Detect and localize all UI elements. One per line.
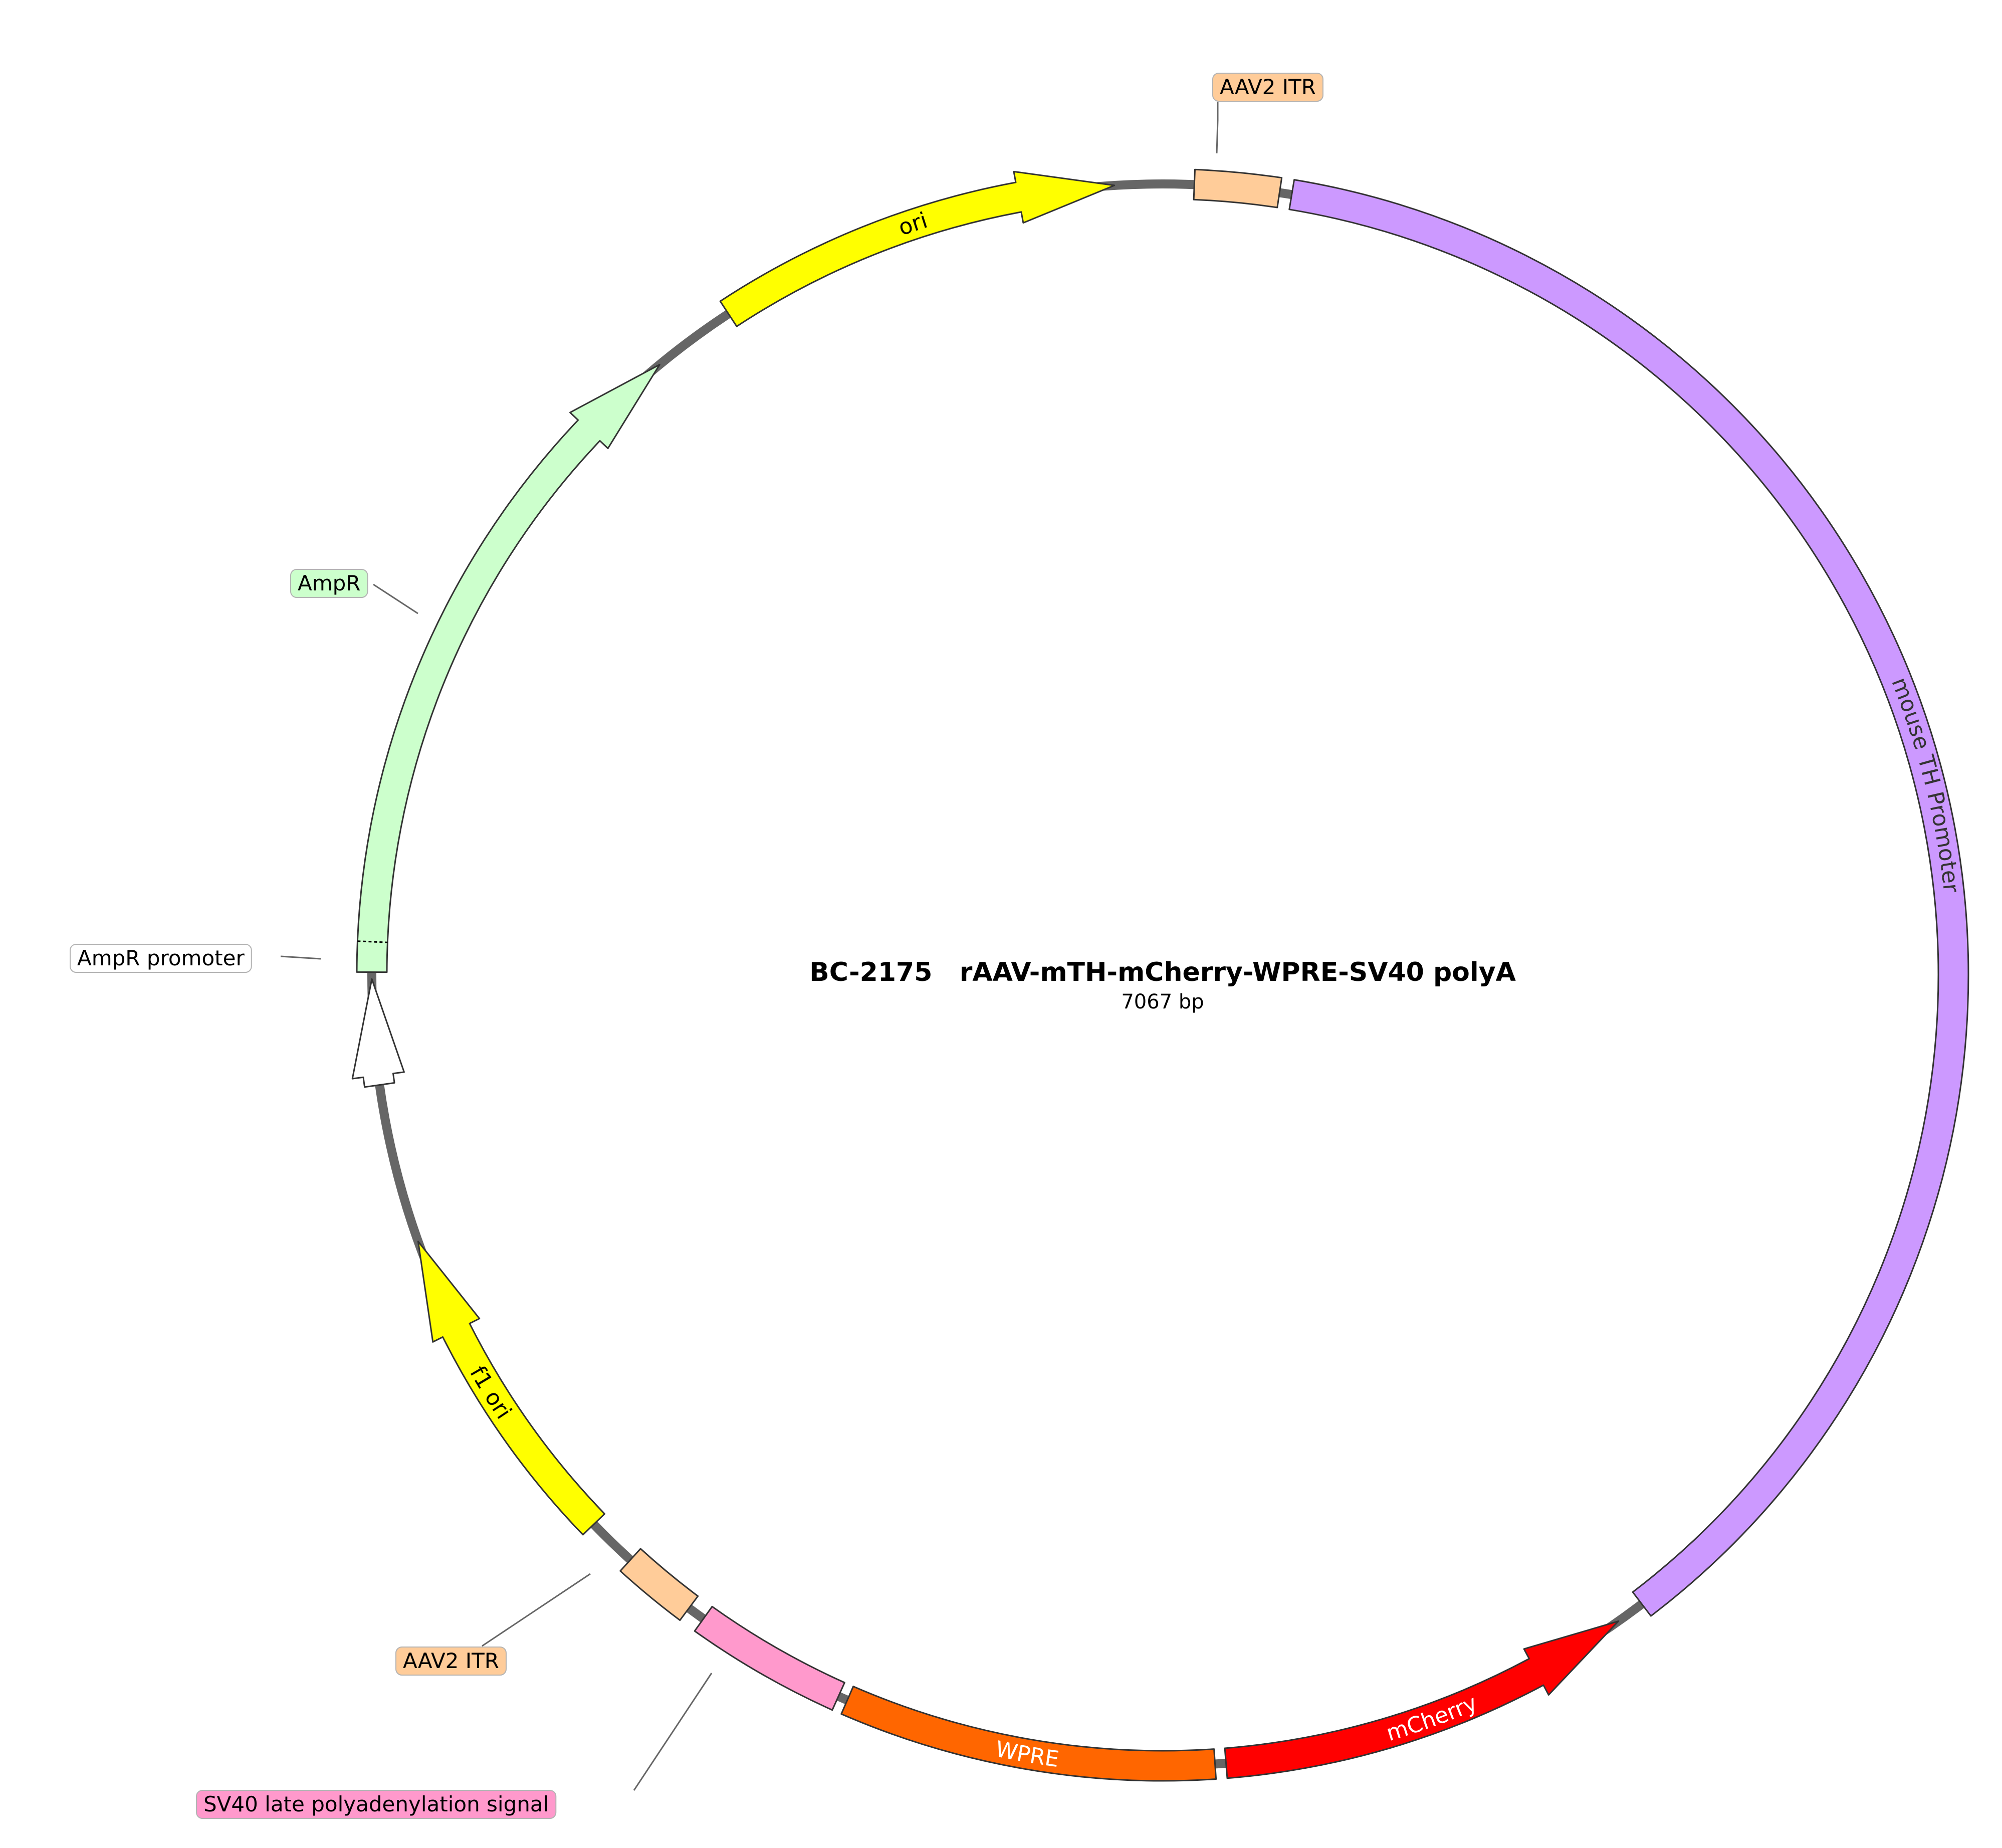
feature-label-mcherry: mCherry	[1383, 1690, 1481, 1746]
feature-label-mouse-th-promoter: mouse TH Promoter	[1886, 674, 1964, 895]
feature-sv40-pa[interactable]	[694, 1605, 845, 1711]
feature-mouse-th-promoter[interactable]	[1288, 179, 1969, 1617]
feature-aav2-itr-top[interactable]	[1193, 168, 1283, 209]
callout-label: AAV2 ITR	[1220, 75, 1316, 99]
callout-label: AmpR	[298, 571, 361, 595]
feature-label-mcherry-text: mCherry	[1383, 1690, 1481, 1746]
callout-sv40-polya: SV40 late polyadenylation signal	[196, 1790, 557, 1819]
leader-cl-aav2-top	[1216, 102, 1219, 154]
feature-ampr[interactable]	[356, 363, 660, 973]
callout-label: AAV2 ITR	[403, 1649, 499, 1673]
feature-label-mouse-th-promoter-text: mouse TH Promoter	[1886, 674, 1964, 895]
callout-box	[70, 944, 252, 973]
callout-box	[290, 569, 368, 598]
leader-cl-ampr	[373, 583, 418, 614]
feature-f1-ori[interactable]	[417, 1241, 605, 1536]
feature-aav2-itr-bottom[interactable]	[619, 1548, 699, 1621]
features-layer	[351, 168, 1969, 1782]
callout-aav2-itr-top: AAV2 ITR	[1212, 73, 1323, 102]
callout-ampr: AmpR	[290, 569, 368, 598]
map-length: 7067 bp	[1121, 990, 1204, 1013]
leader-cl-sv40	[633, 1673, 713, 1791]
callout-box	[395, 1647, 507, 1676]
feature-mcherry[interactable]	[1224, 1620, 1620, 1779]
leader-cl-aav2-bottom	[482, 1573, 591, 1647]
callout-label: AmpR promoter	[77, 946, 245, 970]
map-title: BC-2175 rAAV-mTH-mCherry-WPRE-SV40 polyA	[809, 957, 1516, 987]
feature-ori[interactable]	[719, 170, 1116, 327]
leader-cl-ampr-promoter	[280, 955, 321, 960]
callout-aav2-itr-bottom: AAV2 ITR	[395, 1647, 507, 1676]
feature-ampr-promoter[interactable]	[351, 978, 405, 1088]
callout-box	[1212, 73, 1323, 102]
callout-label: SV40 late polyadenylation signal	[203, 1792, 549, 1816]
callout-box	[196, 1790, 557, 1819]
callout-ampr-promoter: AmpR promoter	[70, 944, 252, 973]
feature-wpre[interactable]	[840, 1686, 1217, 1782]
leader-lines	[280, 102, 1219, 1791]
